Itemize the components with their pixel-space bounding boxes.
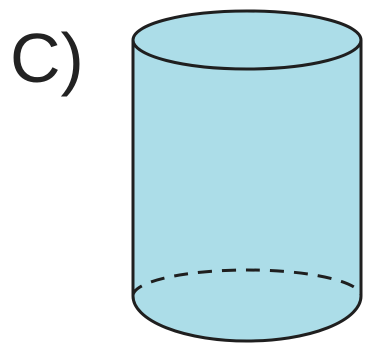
cylinder-body: [133, 40, 361, 341]
cylinder-base-hidden-arc: [131, 268, 363, 297]
cylinder-base-front-arc: [131, 295, 363, 343]
cylinder-top-face: [131, 9, 363, 71]
option-label: C): [10, 19, 84, 97]
cylinder-shape: [131, 9, 363, 343]
